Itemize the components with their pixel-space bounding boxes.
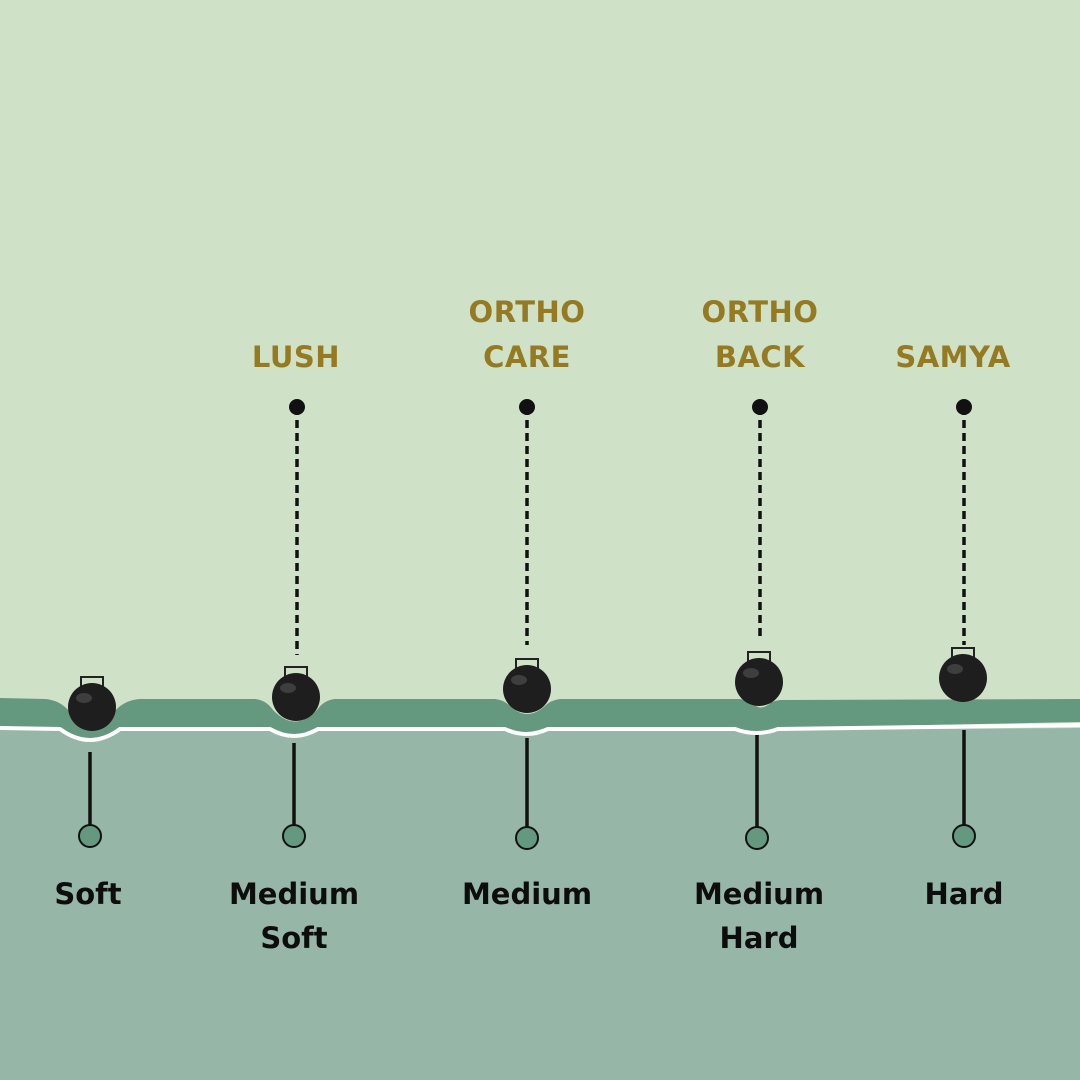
mattress-body	[0, 728, 1080, 1080]
circle-marker-icon	[952, 824, 976, 848]
product-label-samya: SAMYA	[895, 340, 1011, 374]
mattress-seam-line	[0, 723, 1080, 742]
pin-dot-icon	[289, 399, 305, 415]
kettlebell-handle	[284, 666, 308, 684]
kettlebell-highlight	[743, 668, 759, 678]
firmness-label-medium-hard: Medium Hard	[693, 877, 825, 955]
circle-marker-icon	[282, 824, 306, 848]
firmness-label-medium: Medium	[461, 877, 593, 911]
circle-marker-icon	[745, 826, 769, 850]
pin-dot-icon	[519, 399, 535, 415]
kettlebell-highlight	[76, 693, 92, 703]
kettlebell-handle	[951, 647, 975, 665]
pin-dot-icon	[752, 399, 768, 415]
pin-dot-icon	[956, 399, 972, 415]
kettlebell-handle	[515, 658, 539, 676]
kettlebell-highlight	[511, 675, 527, 685]
firmness-label-hard: Hard	[924, 877, 1004, 911]
firmness-label-soft: Soft	[54, 877, 122, 911]
kettlebell-highlight	[947, 664, 963, 674]
circle-marker-icon	[78, 824, 102, 848]
kettlebell-handle	[747, 651, 771, 669]
kettlebell-weight-icon	[272, 673, 320, 721]
kettlebell-highlight	[280, 683, 296, 693]
kettlebell-weight-icon	[503, 665, 551, 713]
firmness-label-medium-soft: Medium Soft	[228, 877, 360, 955]
product-label-lush: LUSH	[251, 340, 341, 374]
kettlebell-weight-icon	[735, 658, 783, 706]
product-label-ortho-back: ORTHO BACK	[701, 295, 819, 374]
circle-marker-icon	[515, 826, 539, 850]
mattress-top-layer	[0, 698, 1080, 739]
kettlebell-handle	[80, 676, 104, 694]
kettlebell-weight-icon	[68, 683, 116, 731]
kettlebell-weight-icon	[939, 654, 987, 702]
product-label-ortho-care: ORTHO CARE	[468, 295, 586, 374]
